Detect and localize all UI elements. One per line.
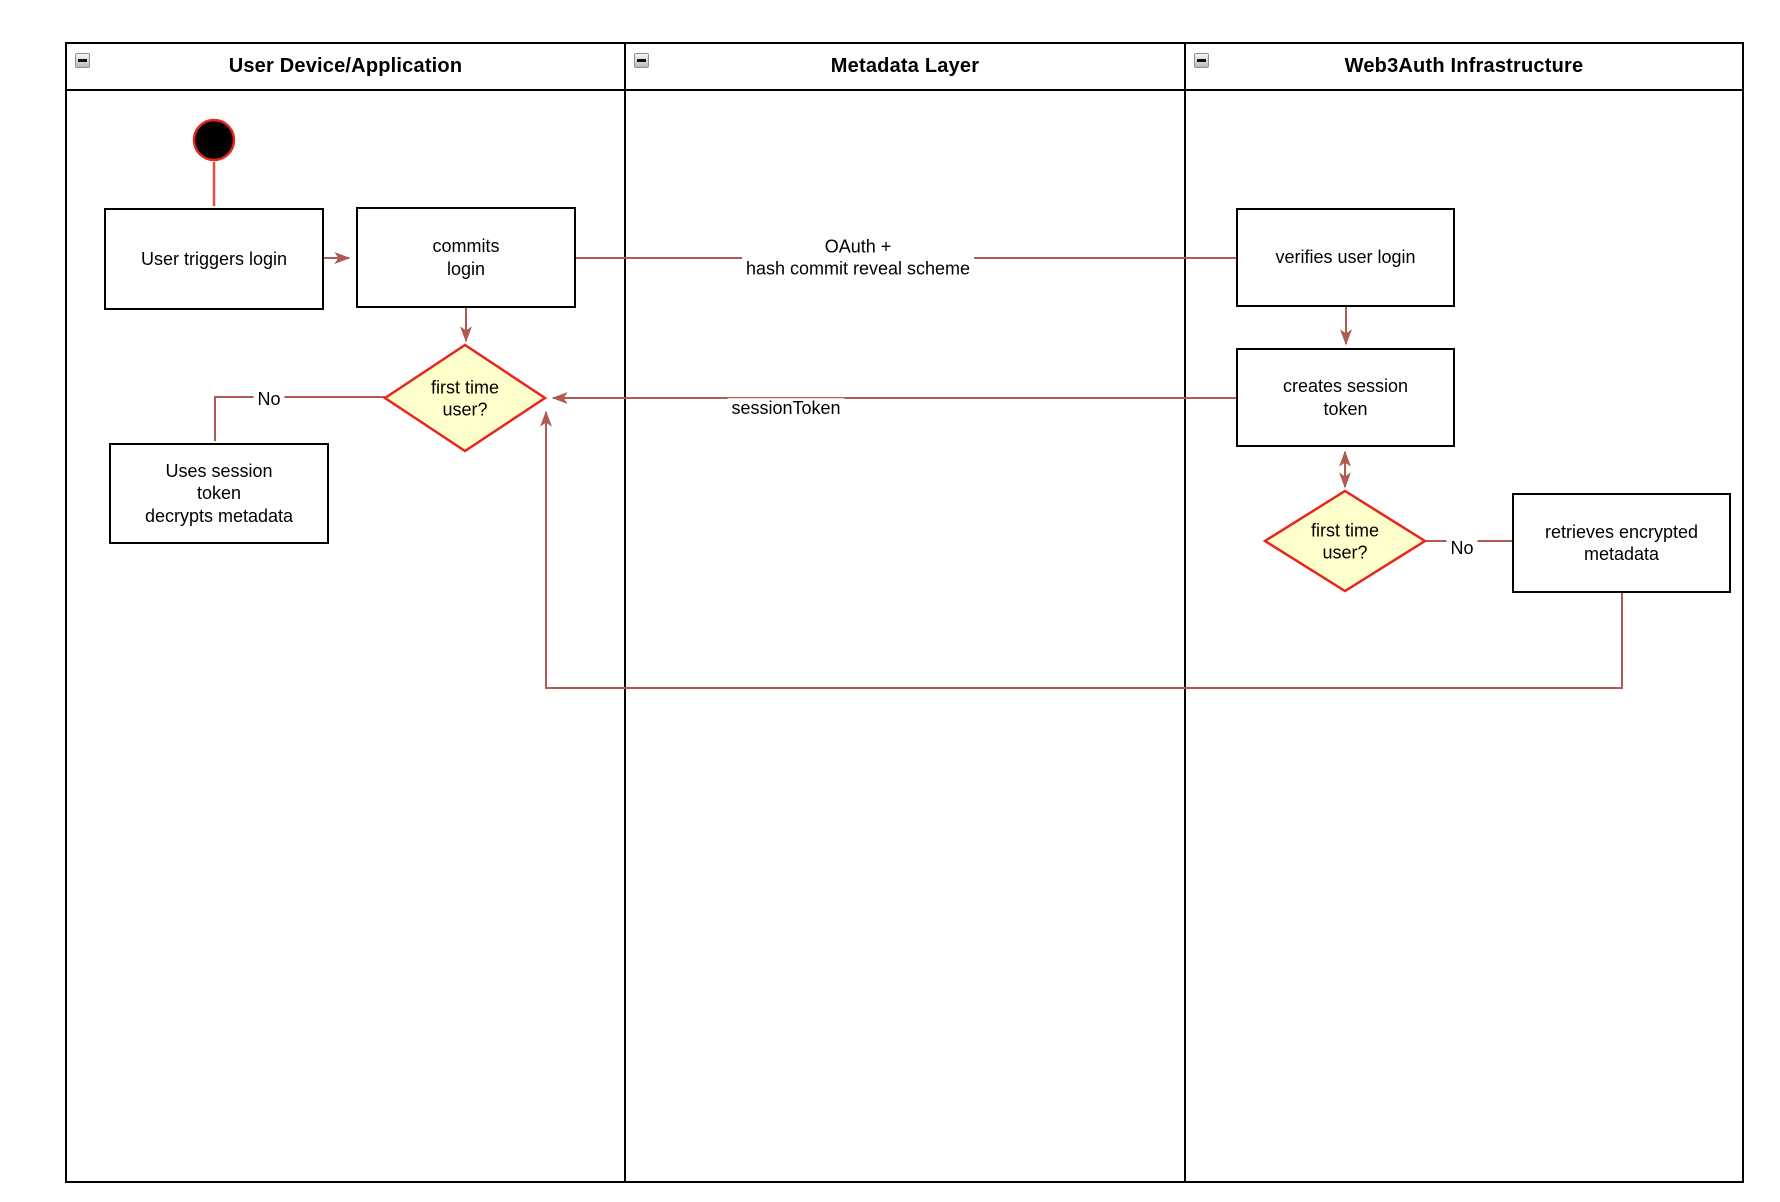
lane-header-metadata-layer[interactable]: Metadata Layer — [626, 44, 1184, 89]
lane-header-divider — [67, 89, 1742, 91]
minus-glyph — [78, 59, 87, 62]
minus-glyph — [1197, 59, 1206, 62]
node-uses-session-token[interactable]: Uses session token decrypts metadata — [109, 443, 329, 544]
minus-glyph — [637, 59, 646, 62]
collapse-minus-icon[interactable] — [634, 53, 649, 68]
node-user-triggers-login[interactable]: User triggers login — [104, 208, 324, 310]
node-verifies-user-login[interactable]: verifies user login — [1236, 208, 1455, 307]
node-retrieves-encrypted-metadata[interactable]: retrieves encrypted metadata — [1512, 493, 1731, 593]
edge-label-session-token[interactable]: sessionToken — [727, 398, 845, 420]
node-commits-login[interactable]: commits login — [356, 207, 576, 308]
edge-label-no-1[interactable]: No — [253, 389, 285, 411]
edge-label-oauth[interactable]: OAuth + hash commit reveal scheme — [741, 236, 975, 280]
node-creates-session-token[interactable]: creates session token — [1236, 348, 1455, 447]
lane-separator-2 — [1184, 44, 1186, 1181]
lane-title-user-device: User Device/Application — [228, 55, 463, 77]
lane-title-metadata-layer: Metadata Layer — [830, 55, 980, 77]
collapse-minus-icon[interactable] — [1194, 53, 1209, 68]
edge-label-no-2[interactable]: No — [1446, 538, 1478, 560]
lane-header-web3auth[interactable]: Web3Auth Infrastructure — [1186, 44, 1742, 89]
lane-title-web3auth: Web3Auth Infrastructure — [1344, 55, 1584, 77]
lane-separator-1 — [624, 44, 626, 1181]
lane-header-user-device[interactable]: User Device/Application — [67, 44, 624, 89]
collapse-minus-icon[interactable] — [75, 53, 90, 68]
